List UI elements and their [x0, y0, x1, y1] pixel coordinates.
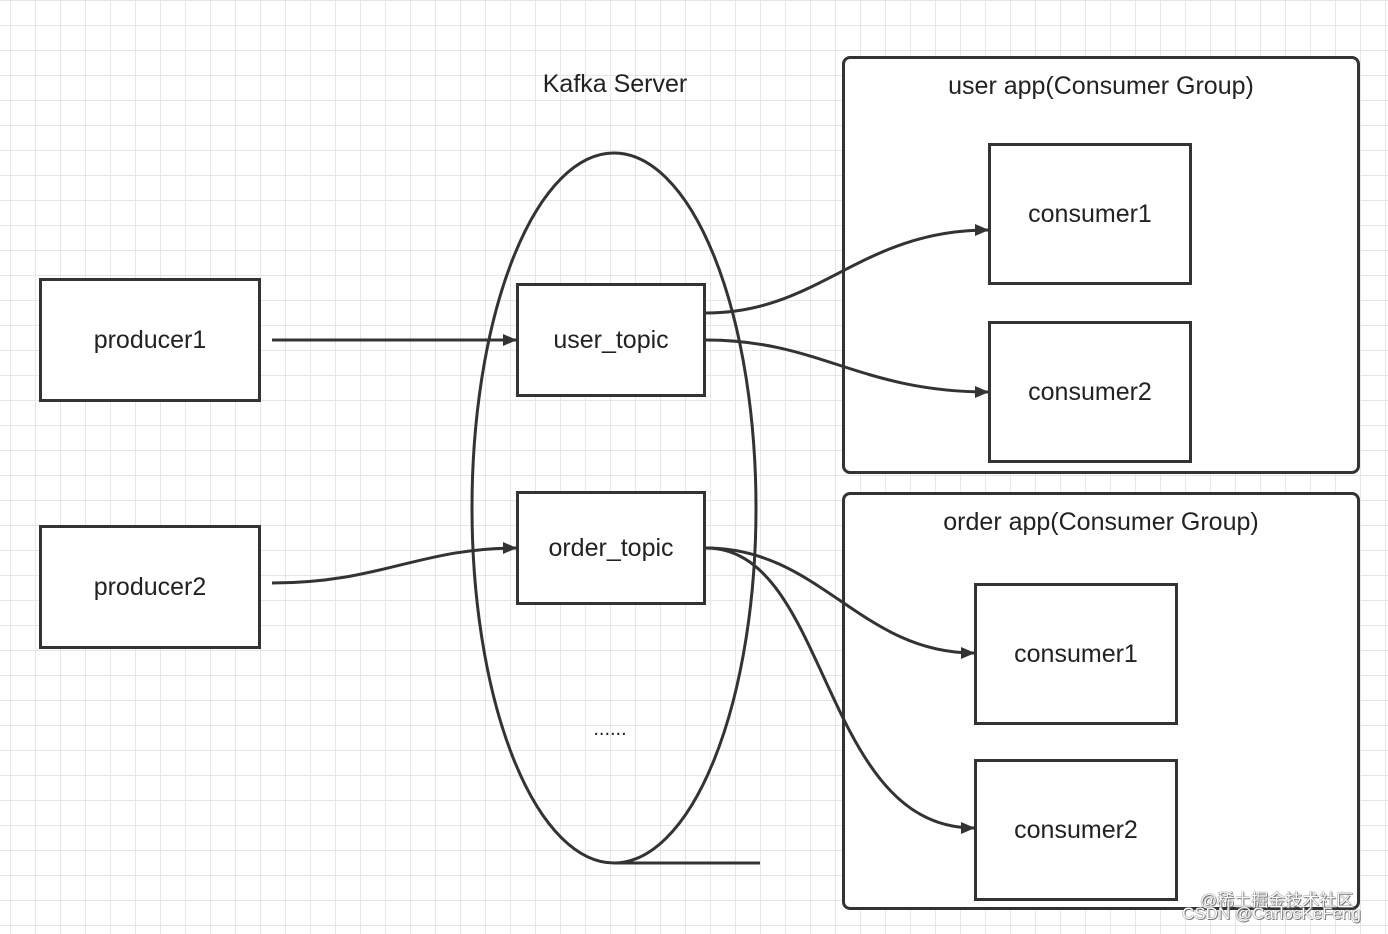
- more-topics-ellipsis: ......: [593, 718, 627, 740]
- arrow-order-topic-to-order-consumer1: [705, 546, 975, 659]
- producer2-box: producer2: [39, 525, 261, 649]
- arrow-order-topic-to-order-consumer2: [705, 546, 975, 834]
- order-app-group-title: order app(Consumer Group): [943, 508, 1259, 536]
- arrow-user-topic-to-user-consumer2: [705, 338, 989, 398]
- arrow-user-topic-to-user-consumer1: [705, 224, 989, 315]
- arrow-producer2-to-order-topic: [271, 542, 517, 585]
- user-app-consumer1-box: consumer1: [988, 143, 1192, 285]
- producer1-box: producer1: [39, 278, 261, 402]
- watermark-line1: @稀土掘金技术社区: [1200, 891, 1354, 910]
- order-app-consumer1-box: consumer1: [974, 583, 1178, 725]
- watermark-line2: CSDN @CarlosKeFeng: [1182, 904, 1361, 923]
- order-topic-box: order_topic: [516, 491, 706, 605]
- user-app-consumer2-box: consumer2: [988, 321, 1192, 463]
- user-app-group-title: user app(Consumer Group): [948, 72, 1254, 100]
- order-app-consumer2-box: consumer2: [974, 759, 1178, 901]
- user-topic-box: user_topic: [516, 283, 706, 397]
- kafka-server-title: Kafka Server: [542, 70, 688, 98]
